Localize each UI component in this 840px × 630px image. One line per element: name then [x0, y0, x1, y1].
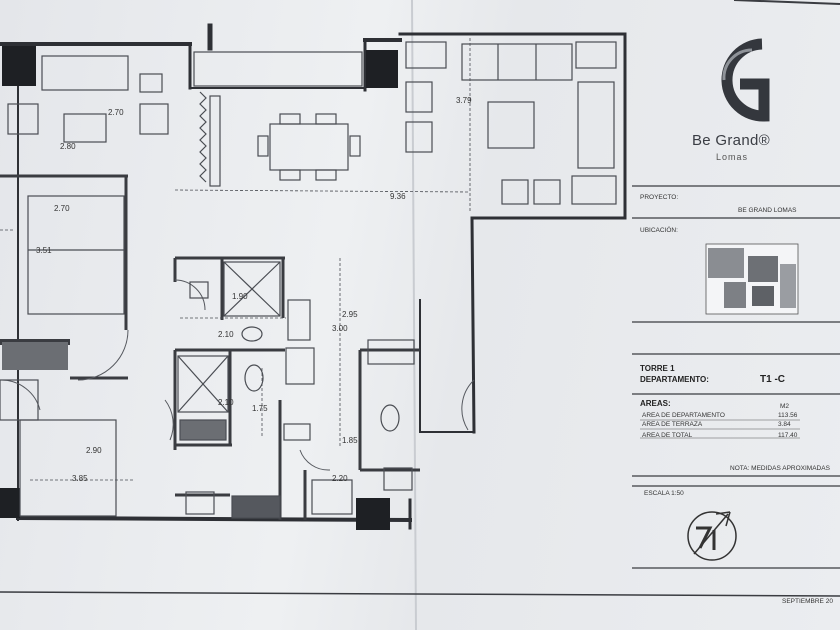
area-row-label: AREA DE TERRAZA: [642, 421, 703, 428]
area-table-rules: [640, 419, 800, 439]
paper-fold: [411, 0, 417, 630]
area-row-label: AREA DE DEPARTAMENTO: [642, 412, 725, 419]
dimension-label: 3.85: [72, 474, 88, 483]
shower-2: [177, 355, 229, 413]
title-block-frame: [0, 0, 840, 597]
dimension-label: 3.00: [332, 324, 348, 333]
coffee-table: [487, 101, 535, 149]
exterior-walls: [0, 23, 627, 530]
kitchen-counter: [193, 51, 363, 87]
be-grand-logo: [721, 38, 770, 122]
dimension-lines: [0, 38, 471, 481]
dining-table: [269, 123, 349, 171]
ubicacion-label: UBICACIÓN:: [640, 227, 678, 234]
sink: [241, 326, 263, 342]
dining-furniture: [193, 51, 363, 187]
armchair: [405, 41, 447, 69]
dimension-label: 2.10: [218, 330, 234, 339]
departamento-label: DEPARTAMENTO:: [640, 375, 709, 384]
sofa: [41, 55, 129, 91]
dimension-label: 2.90: [86, 446, 102, 455]
area-row-value: 3.84: [778, 421, 791, 428]
north-arrow-icon: [687, 511, 737, 561]
date-text: SEPTIEMBRE 20: [782, 598, 833, 605]
shower-1: [223, 261, 281, 317]
area-row-value: 113.56: [778, 412, 798, 419]
torre-label: TORRE 1: [640, 364, 675, 373]
toilet: [244, 364, 264, 392]
dimension-label: 2.10: [218, 398, 234, 407]
location-key-map: [705, 243, 799, 315]
dimension-label: 2.80: [60, 142, 76, 151]
areas-unit: M2: [780, 403, 790, 410]
family-room-furniture: [7, 55, 169, 143]
washer: [285, 347, 315, 385]
dimension-label: 2.70: [108, 108, 124, 117]
dimension-label: 3.79: [456, 96, 472, 105]
brand-name: Be Grand®: [692, 132, 770, 149]
bedroom-furniture: [0, 195, 125, 517]
bed-2: [19, 419, 117, 517]
area-row-value: 117.40: [778, 432, 798, 439]
nota-text: NOTA: MEDIDAS APROXIMADAS: [730, 465, 830, 472]
sofa-side: [577, 81, 615, 169]
dimension-label: 1.75: [252, 404, 268, 413]
dimension-label: 2.95: [342, 310, 358, 319]
area-row-label: AREA DE TOTAL: [642, 432, 693, 439]
toilet: [380, 404, 400, 432]
structural-columns: [0, 46, 398, 530]
bed-1: [27, 195, 125, 315]
escala-text: ESCALA 1:50: [644, 490, 684, 497]
sofa: [461, 43, 573, 81]
armchair: [575, 41, 617, 69]
dimension-label: 1.85: [342, 436, 358, 445]
proyecto-label: PROYECTO:: [640, 194, 679, 201]
brand-location: Lomas: [716, 152, 749, 162]
proyecto-value: BE GRAND LOMAS: [738, 207, 797, 214]
departamento-value: T1 -C: [760, 374, 785, 385]
areas-label: AREAS:: [640, 399, 671, 408]
dimension-label: 9.36: [390, 192, 406, 201]
living-furniture: [405, 41, 617, 205]
door-swings: [1, 279, 475, 471]
bathroom-fixtures: [177, 261, 415, 519]
dimension-label: 2.20: [332, 474, 348, 483]
dimension-label: 3.51: [36, 246, 52, 255]
stove: [287, 299, 311, 341]
dimension-label: 1.90: [232, 292, 248, 301]
dimension-label: 2.70: [54, 204, 70, 213]
